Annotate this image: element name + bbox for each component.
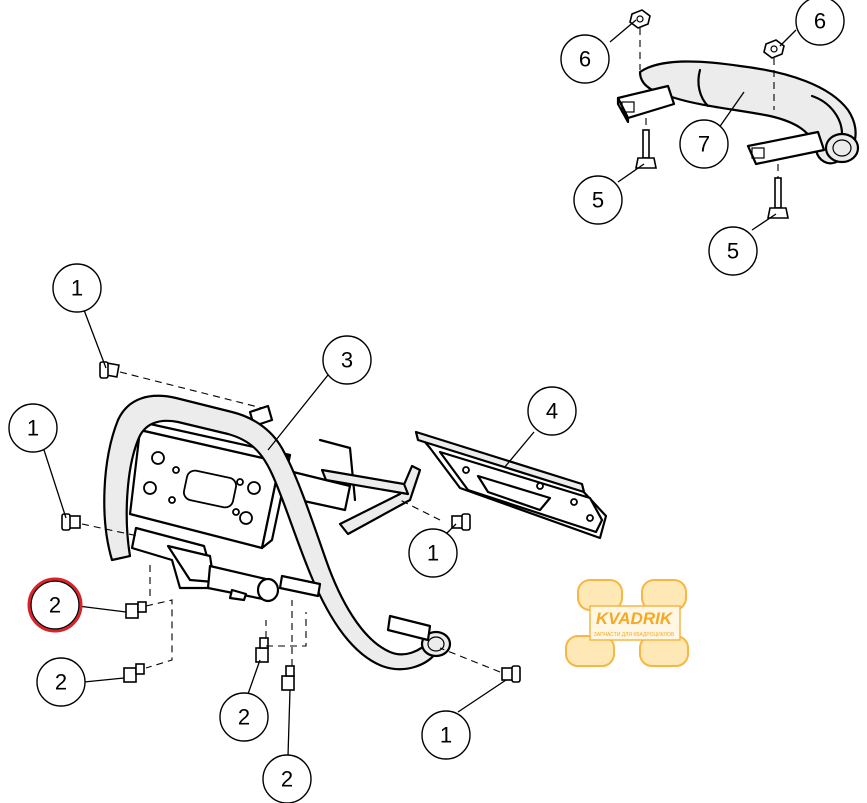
svg-text:2: 2 xyxy=(49,593,61,618)
svg-text:6: 6 xyxy=(579,47,591,72)
callout-4: 4 xyxy=(527,386,577,436)
svg-text:1: 1 xyxy=(440,723,452,748)
callout-5-right: 5 xyxy=(708,226,758,276)
nut-6-left xyxy=(629,9,651,29)
callout-2-highlighted: 2 xyxy=(30,580,80,630)
svg-text:5: 5 xyxy=(592,188,604,213)
svg-text:5: 5 xyxy=(727,239,739,264)
svg-text:3: 3 xyxy=(341,348,353,373)
callout-2-left-low: 2 xyxy=(36,657,86,707)
svg-text:1: 1 xyxy=(27,416,39,441)
bolt-1-left xyxy=(61,513,81,531)
nut-6-right xyxy=(763,39,785,59)
svg-text:2: 2 xyxy=(55,670,67,695)
bolt-1-bottom xyxy=(501,665,521,683)
svg-text:4: 4 xyxy=(546,399,558,424)
callout-1-top: 1 xyxy=(52,263,102,313)
highlight-ring xyxy=(27,577,83,633)
watermark-tagline: ЗАПЧАСТИ ДЛЯ КВАДРОЦИКЛОВ xyxy=(594,632,675,638)
watermark-logo: KVADRIK ЗАПЧАСТИ ДЛЯ КВАДРОЦИКЛОВ xyxy=(565,579,689,667)
part-4-skid-plate xyxy=(414,430,608,540)
callout-1-left: 1 xyxy=(8,403,58,453)
callout-2-center: 2 xyxy=(219,692,269,742)
svg-text:2: 2 xyxy=(281,767,293,792)
bolt-2-center-low xyxy=(281,665,295,691)
bolt-5-left xyxy=(635,129,657,169)
callout-5-left: 5 xyxy=(573,175,623,225)
bolt-1-mid xyxy=(451,513,471,531)
callout-6-left: 6 xyxy=(560,34,610,84)
bolt-2-highlighted xyxy=(125,601,147,619)
callout-6-right: 6 xyxy=(795,0,845,46)
bolt-2-left-low xyxy=(123,663,145,683)
svg-text:6: 6 xyxy=(814,9,826,34)
svg-text:1: 1 xyxy=(71,276,83,301)
watermark-brand: KVADRIK xyxy=(596,609,674,628)
bolt-2-center xyxy=(255,637,269,663)
assembly-lines xyxy=(81,371,501,673)
svg-text:1: 1 xyxy=(427,541,439,566)
callout-2-center-low: 2 xyxy=(262,754,312,803)
callout-1-bottom: 1 xyxy=(421,710,471,760)
bolt-5-right xyxy=(767,177,789,219)
svg-text:7: 7 xyxy=(698,132,710,157)
callout-7: 7 xyxy=(679,119,729,169)
bolt-1-top xyxy=(99,361,120,379)
leader-lines xyxy=(43,19,797,757)
svg-text:2: 2 xyxy=(238,705,250,730)
callout-1-mid: 1 xyxy=(408,528,458,578)
callout-3: 3 xyxy=(322,335,372,385)
part-3-main-bumper xyxy=(103,394,452,671)
part-7-bumper-tube xyxy=(616,60,860,166)
